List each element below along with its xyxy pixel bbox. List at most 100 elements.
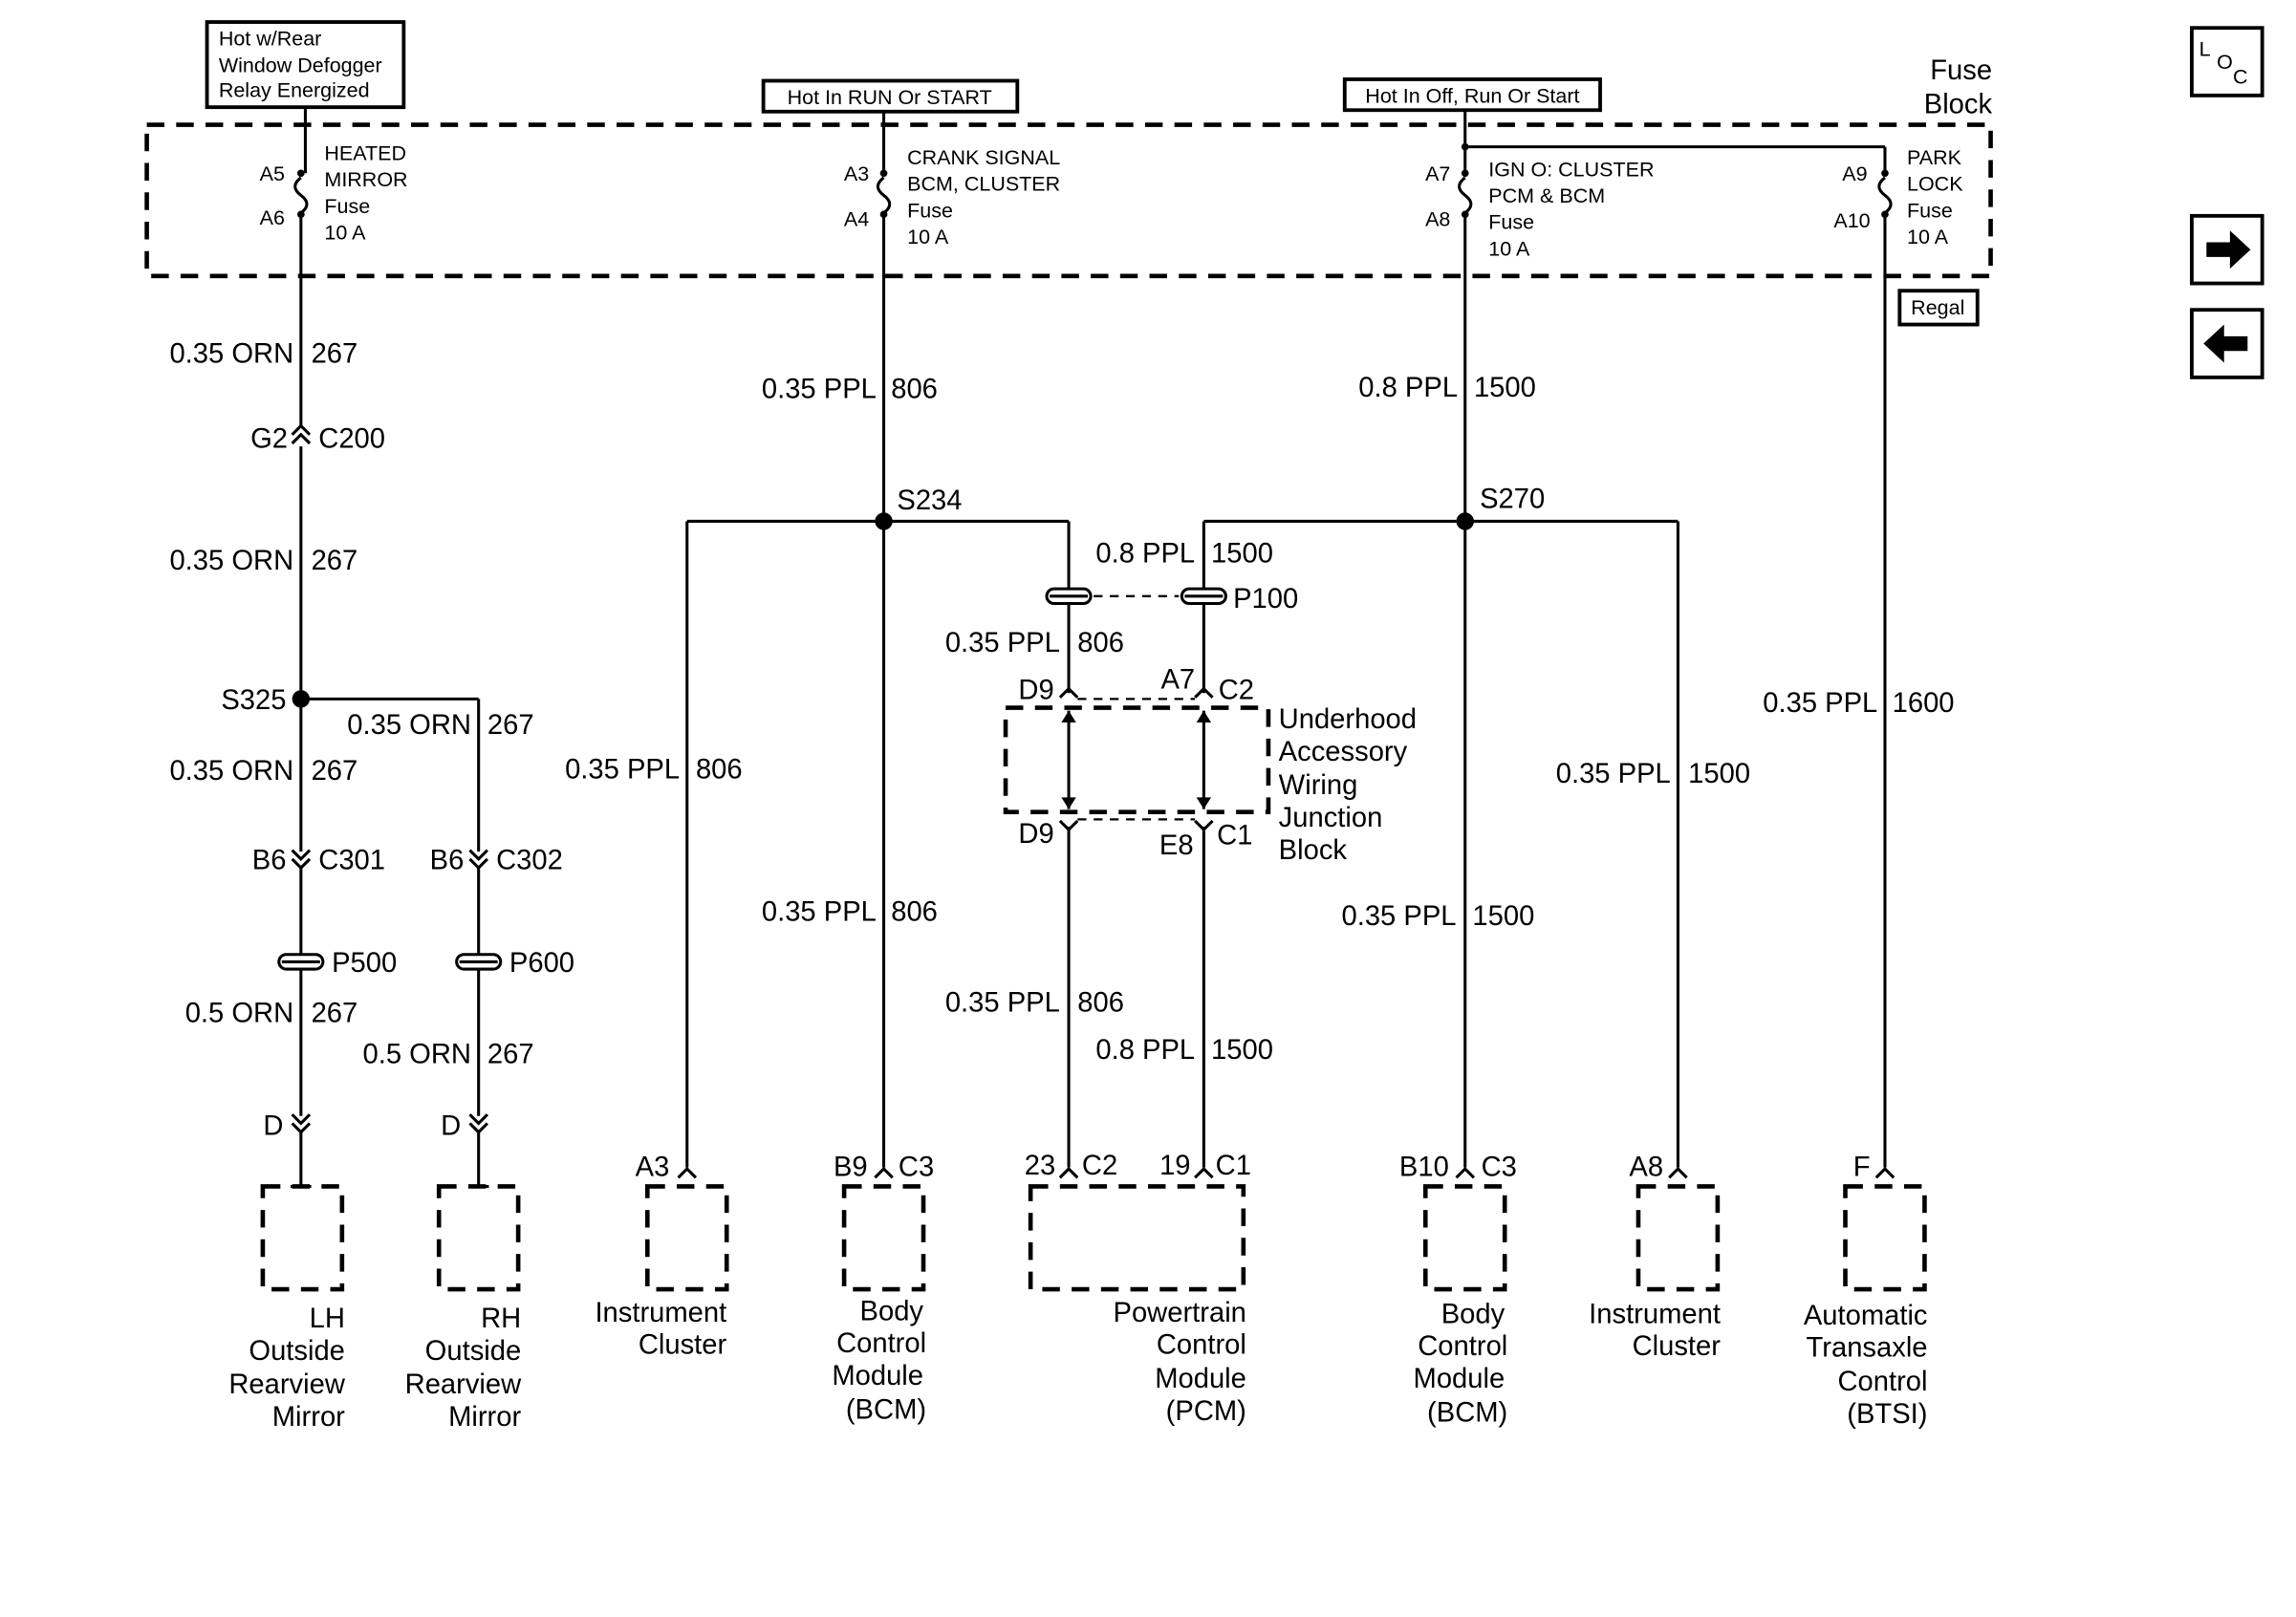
conn-p100: P100	[1233, 584, 1298, 614]
svg-text:Block: Block	[1279, 835, 1348, 866]
svg-text:Rearview: Rearview	[405, 1369, 522, 1400]
svg-text:A8: A8	[1425, 208, 1450, 231]
svg-text:O: O	[2217, 51, 2233, 74]
wire-1500-top-circuit: 1500	[1474, 373, 1536, 403]
svg-text:Instrument: Instrument	[1589, 1299, 1721, 1329]
splice-s234-label: S234	[897, 485, 962, 516]
wire-1500-p100-circuit: 1500	[1211, 538, 1273, 569]
component-rh-mirror: RH Outside Rearview Mirror	[405, 1184, 522, 1433]
conn-g2: G2	[250, 424, 288, 455]
wire-806-ic: 0.35 PPL	[565, 754, 680, 785]
svg-text:Fuse: Fuse	[324, 195, 370, 218]
conn-d9-top: D9	[1018, 675, 1053, 705]
svg-text:A4: A4	[844, 208, 869, 231]
svg-text:10 A: 10 A	[1488, 237, 1530, 260]
conn-p600: P600	[509, 948, 574, 979]
svg-text:F: F	[1853, 1153, 1871, 1183]
previous-button[interactable]	[2190, 308, 2264, 379]
wire-267-mid: 0.35 ORN	[169, 546, 293, 576]
svg-text:Body: Body	[1441, 1299, 1505, 1329]
component-bcm-1500: B10 C3 Body Control Module (BCM)	[1399, 1153, 1517, 1429]
next-button[interactable]	[2190, 213, 2264, 286]
svg-text:L: L	[2199, 37, 2211, 60]
conn-e8-bottom: E8	[1159, 830, 1194, 861]
loc-icon: L O C	[2199, 37, 2248, 88]
regal-tag: Regal	[1897, 289, 1980, 327]
wire-267-branch: 0.35 ORN	[347, 710, 471, 741]
svg-text:10 A: 10 A	[907, 226, 949, 248]
svg-text:LOCK: LOCK	[1907, 173, 1963, 196]
svg-text:Outside: Outside	[425, 1336, 522, 1367]
loc-button[interactable]: L O C	[2190, 26, 2264, 97]
wire-267-p500: 0.5 ORN	[185, 998, 293, 1028]
svg-text:Automatic: Automatic	[1804, 1301, 1928, 1331]
wire-806-jb-top-circuit: 806	[1077, 628, 1124, 658]
svg-text:MIRROR: MIRROR	[324, 168, 407, 191]
wire-806-jb-bottom: 0.35 PPL	[945, 988, 1060, 1019]
svg-text:10 A: 10 A	[324, 221, 366, 244]
svg-text:B9: B9	[834, 1153, 868, 1183]
svg-text:Transaxle: Transaxle	[1807, 1333, 1928, 1364]
svg-text:Fuse: Fuse	[1907, 199, 1953, 222]
arrow-left-icon	[2203, 324, 2248, 363]
conn-c301: C301	[318, 846, 385, 876]
svg-text:Hot w/Rear: Hot w/Rear	[219, 28, 322, 51]
svg-text:(PCM): (PCM)	[1166, 1396, 1246, 1427]
svg-text:BCM, CLUSTER: BCM, CLUSTER	[907, 173, 1060, 196]
wire-1600: 0.35 PPL	[1763, 688, 1877, 719]
svg-text:C3: C3	[1482, 1153, 1517, 1183]
svg-text:Mirror: Mirror	[272, 1402, 345, 1433]
svg-text:23: 23	[1025, 1151, 1055, 1181]
wire-267-p500-circuit: 267	[312, 998, 358, 1028]
wire-806-top: 0.35 PPL	[762, 374, 877, 404]
wire-267-upper-circuit: 267	[312, 339, 358, 370]
svg-text:Regal: Regal	[1911, 296, 1964, 319]
svg-text:Powertrain: Powertrain	[1113, 1298, 1245, 1328]
circuit-806	[685, 214, 1071, 1168]
wire-806-bcm: 0.35 PPL	[762, 896, 877, 927]
junction-block-label: Underhood Accessory Wiring Junction Bloc…	[1279, 704, 1417, 866]
component-bcm-806: B9 C3 Body Control Module (BCM)	[832, 1153, 934, 1426]
fuse-block-title-1: Fuse	[1930, 55, 1992, 86]
splice-s270-label: S270	[1480, 485, 1545, 515]
wire-806-bcm-circuit: 806	[891, 896, 938, 927]
wire-806-top-circuit: 806	[891, 374, 938, 404]
conn-b6-left: B6	[252, 846, 287, 876]
svg-text:A10: A10	[1833, 209, 1870, 232]
component-lh-mirror: LH Outside Rearview Mirror	[228, 1184, 346, 1433]
wire-1500-pcm-circuit: 1500	[1211, 1035, 1273, 1066]
svg-text:Mirror: Mirror	[448, 1402, 521, 1433]
arrow-right-icon	[2206, 230, 2251, 270]
svg-text:Control: Control	[1418, 1331, 1507, 1362]
wire-806-ic-circuit: 806	[696, 754, 743, 785]
fuse-block-outline	[144, 122, 1993, 279]
svg-text:Relay Energized: Relay Energized	[219, 78, 370, 101]
fuse-park-lock: A9 A10 PARK LOCK Fuse 10 A	[1833, 146, 1963, 248]
svg-text:Rearview: Rearview	[228, 1369, 345, 1400]
wire-1500-bcm: 0.35 PPL	[1342, 901, 1457, 932]
wire-267-mid-circuit: 267	[312, 546, 358, 576]
component-instrument-cluster-806: A3 Instrument Cluster	[595, 1153, 729, 1361]
wire-1600-circuit: 1600	[1893, 688, 1955, 719]
svg-text:Wiring: Wiring	[1279, 770, 1358, 801]
p500-connector	[277, 953, 325, 971]
wire-267-p600: 0.5 ORN	[363, 1039, 471, 1069]
wire-806-jb-bottom-circuit: 806	[1077, 988, 1124, 1019]
svg-text:Accessory: Accessory	[1279, 737, 1408, 767]
component-pcm: 23 C2 19 C1 Powertrain Control Module (P…	[1025, 1151, 1251, 1427]
svg-text:Body: Body	[860, 1296, 924, 1326]
underhood-junction-block	[1003, 686, 1271, 832]
circuit-1500	[1202, 214, 1679, 1168]
svg-text:A5: A5	[260, 162, 285, 185]
wire-806-jb-top: 0.35 PPL	[945, 628, 1060, 658]
svg-text:Hot In Off, Run Or Start: Hot In Off, Run Or Start	[1365, 85, 1579, 108]
p100-connector	[1045, 587, 1227, 606]
svg-text:A8: A8	[1629, 1153, 1663, 1183]
svg-text:Module: Module	[1414, 1364, 1505, 1394]
svg-text:Hot In RUN Or START: Hot In RUN Or START	[788, 86, 992, 109]
svg-text:Cluster: Cluster	[1633, 1331, 1722, 1362]
hot-run-start-label: Hot In RUN Or START	[761, 78, 1020, 114]
svg-text:(BTSI): (BTSI)	[1847, 1399, 1927, 1430]
conn-c200: C200	[318, 424, 385, 455]
